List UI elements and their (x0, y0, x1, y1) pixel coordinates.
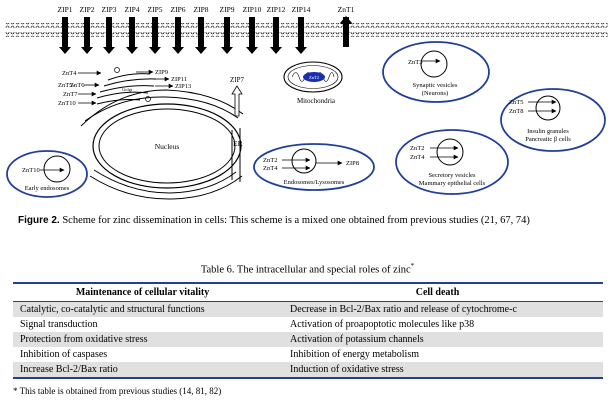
nucleus: Nucleus (92, 103, 242, 189)
zip-transporter: ZIP14 (292, 5, 311, 54)
figure-number: Figure 2. (18, 215, 60, 226)
transporter-label: ZIP6 (171, 5, 186, 14)
transporter-label: ZnT7 (63, 91, 78, 98)
transporter-label: ZIP3 (102, 5, 117, 14)
transporter-label: ZIP12 (267, 5, 286, 14)
table-cell: Activation of proapoptotic molecules lik… (290, 319, 475, 330)
zip-transporter: ZIP8 (194, 5, 209, 54)
table-cell: Inhibition of energy metabolism (290, 349, 420, 360)
transporter-label: ZIP2 (80, 5, 95, 14)
golgi-right-transporters: ZIP9 ZIP11 ZIP13 (136, 69, 191, 90)
table-title-text: Table 6. The intracellular and special r… (200, 264, 411, 276)
organelle-label: Endosomes/Lysosomes (284, 179, 345, 186)
zip-transporter: ZIP9 (220, 5, 235, 54)
synaptic-vesicles: ZnT3 Synaptic vesicles (Neurons) (382, 41, 490, 103)
transporter-label: ZIP8 (194, 5, 209, 14)
early-endosomes: ZnT10 Early endosomes (6, 150, 88, 198)
transporter-label: ZIP4 (125, 5, 140, 14)
table-cell: Signal transduction (20, 319, 98, 330)
transporter-label: ZIP5 (148, 5, 163, 14)
transporter-label: ZIP11 (171, 76, 187, 83)
mitochondria-label: Mitochondria (297, 97, 336, 105)
transporter-label: ZIP9 (155, 69, 168, 76)
zip7-label: ZIP7 (230, 76, 245, 84)
transporter-label: ZnT2 (410, 145, 424, 152)
organelle-sublabel: (Neurons) (422, 90, 448, 97)
transporter-label: ZnT5- (58, 82, 75, 89)
table-cell: Protection from oxidative stress (13, 332, 273, 347)
zinc-roles-table: Maintenance of cellular vitality Cell de… (13, 282, 603, 379)
transporter-label: ZnT1 (338, 5, 355, 14)
table-cell: Inhibition of caspases (20, 349, 108, 360)
transporter-label: ZnT8 (509, 108, 523, 115)
table-row: Protection from oxidative stress Activat… (13, 332, 603, 347)
table-cell: Decrease in Bcl-2/Bax ratio and release … (272, 301, 603, 317)
transporter-label: ZnT5 (509, 99, 523, 106)
er-label: ER (233, 139, 243, 148)
golgi-apparatus: Golgi (96, 67, 157, 105)
golgi-label: Golgi (122, 87, 133, 92)
zip-transporter: ZIP10 (243, 5, 262, 54)
organelle-sublabel: Mammary epithelial cells (419, 180, 486, 187)
transporter-label: ZIP13 (175, 83, 191, 90)
organelle-label: Synaptic vesicles (413, 82, 458, 89)
table-row: Inhibition of caspases Inhibition of ene… (13, 347, 603, 362)
plasma-membrane (5, 23, 608, 37)
table-footnote: * This table is obtained from previous s… (13, 386, 222, 396)
organelle-label: Insulin granules (527, 128, 569, 135)
table-cell: Increase Bcl-2/Bax ratio (13, 362, 273, 378)
zip-transporter: ZIP12 (267, 5, 286, 54)
nucleus-label: Nucleus (155, 142, 180, 151)
transporter-label: ZnT4 (263, 165, 278, 172)
transporter-label: ZnT4 (62, 70, 77, 77)
transporter-label: ZIP1 (58, 5, 73, 14)
transporter-label: ZIP9 (220, 5, 235, 14)
zip-transporter: ZIP3 (102, 5, 117, 54)
znt1-transporter: ZnT1 (338, 5, 355, 47)
transporter-label: ZnT10 (58, 100, 76, 107)
table-row: Catalytic, co-catalytic and structural f… (13, 301, 603, 317)
transporter-label: ZnT10 (22, 167, 40, 174)
endosomes-lysosomes: ZnT2 ZnT4 ZIP8 Endosomes/Lysosomes (253, 143, 375, 191)
transporter-label: ZIP14 (292, 5, 311, 14)
transporter-label: ZIP8 (346, 160, 359, 167)
zip-transporter: ZIP6 (171, 5, 186, 54)
zip-transporter: ZIP1 (58, 5, 73, 54)
zip-transporter: ZIP2 (80, 5, 95, 54)
organelle-sublabel: Pancreatic β cells (525, 136, 571, 143)
table-title: Table 6. The intracellular and special r… (0, 262, 615, 276)
endoplasmic-reticulum: ER (80, 89, 244, 200)
figure-caption: Figure 2. Scheme for zinc dissemination … (18, 214, 608, 228)
table-row: Increase Bcl-2/Bax ratio Induction of ox… (13, 362, 603, 378)
transporter-label: ZnT3 (408, 59, 422, 66)
transporter-label: ZnT4 (410, 154, 425, 161)
table-header-row: Maintenance of cellular vitality Cell de… (13, 283, 603, 302)
table-cell: Catalytic, co-catalytic and structural f… (13, 301, 273, 317)
membrane-transporters: ZIP1 ZIP2 ZIP3 ZIP4 ZIP5 ZIP6 ZIP8 ZIP9 (58, 5, 355, 54)
organelle-label: Secretory vesicles (428, 172, 476, 179)
mito-inner-label: ZnT2 (309, 75, 319, 80)
transporter-label: ZnT2 (263, 157, 277, 164)
transporter-label: ZIP10 (243, 5, 262, 14)
table-cell: Activation of potassium channels (272, 332, 603, 347)
organelle-label: Early endosomes (25, 185, 70, 192)
column-header: Maintenance of cellular vitality (75, 287, 210, 298)
table-title-mark: * (410, 262, 415, 270)
transporter-label: ZnT6 (70, 82, 85, 89)
insulin-granules: ZnT5 ZnT8 Insulin granules Pancreatic β … (500, 88, 606, 152)
zinc-dissemination-figure: ZIP1 ZIP2 ZIP3 ZIP4 ZIP5 ZIP6 ZIP8 ZIP9 (5, 5, 608, 200)
golgi-left-transporters: ZnT4 ZnT5- ZnT6 ZnT7 ZnT10 (58, 70, 102, 107)
table-cell: Induction of oxidative stress (272, 362, 603, 378)
table-row: Signal transduction Activation of proapo… (13, 317, 603, 332)
zip7-transporter: ZIP7 (230, 76, 245, 117)
zip-transporter: ZIP5 (148, 5, 163, 54)
zip-transporter: ZIP4 (125, 5, 140, 54)
secretory-vesicles: ZnT2 ZnT4 Secretory vesicles Mammary epi… (395, 129, 509, 195)
caption-text: Scheme for zinc dissemination in cells: … (62, 215, 530, 226)
mitochondria: ZnT2 Mitochondria (283, 61, 343, 105)
column-header: Cell death (415, 287, 460, 298)
